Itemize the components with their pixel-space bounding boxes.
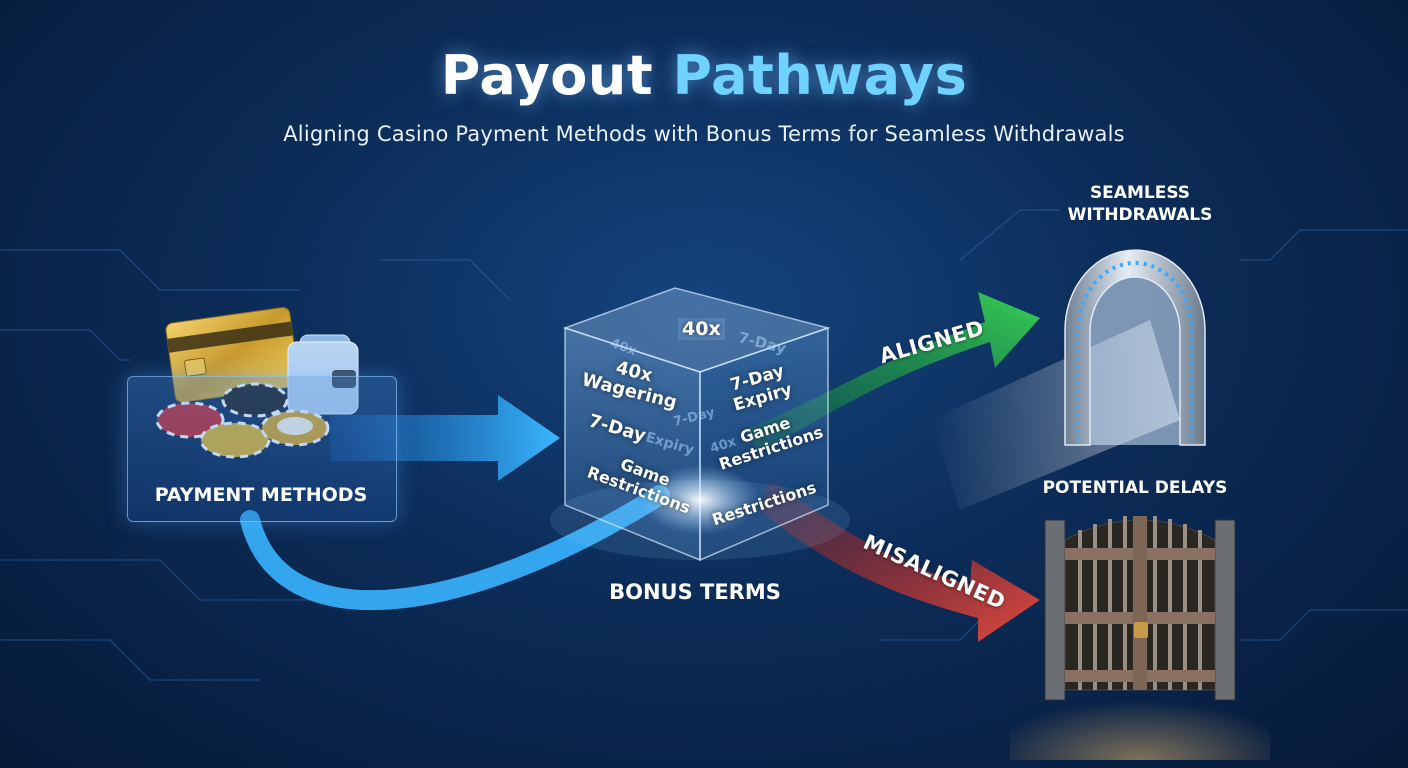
iron-gate-icon xyxy=(1010,516,1270,760)
title-word-1: Payout xyxy=(440,44,654,107)
payment-icons xyxy=(155,307,359,459)
casino-chips-icon xyxy=(155,382,330,459)
seamless-withdrawals-line2: WITHDRAWALS xyxy=(1067,205,1213,225)
misaligned-arrow xyxy=(760,480,1040,642)
circuit-lines xyxy=(0,209,1408,681)
flow-payment-to-bonus xyxy=(240,395,670,611)
wallet-icon xyxy=(287,334,359,415)
payment-methods-label: PAYMENT METHODS xyxy=(154,484,368,506)
bonus-terms-cube xyxy=(550,287,850,562)
seamless-withdrawals-line1: SEAMLESS xyxy=(1089,183,1191,203)
potential-delays-label: POTENTIAL DELAYS xyxy=(1042,478,1228,498)
page-subtitle: Aligning Casino Payment Methods with Bon… xyxy=(283,122,1125,146)
page-title: Payout Pathways xyxy=(0,44,1408,107)
payment-methods-panel xyxy=(127,376,397,522)
title-word-2: Pathways xyxy=(672,44,968,107)
seamless-withdrawals-label: SEAMLESS WITHDRAWALS xyxy=(1040,182,1240,226)
portal-arch-icon xyxy=(1064,249,1206,446)
bonus-terms-label: BONUS TERMS xyxy=(609,580,781,604)
cube-top-term: 40x xyxy=(678,318,725,340)
